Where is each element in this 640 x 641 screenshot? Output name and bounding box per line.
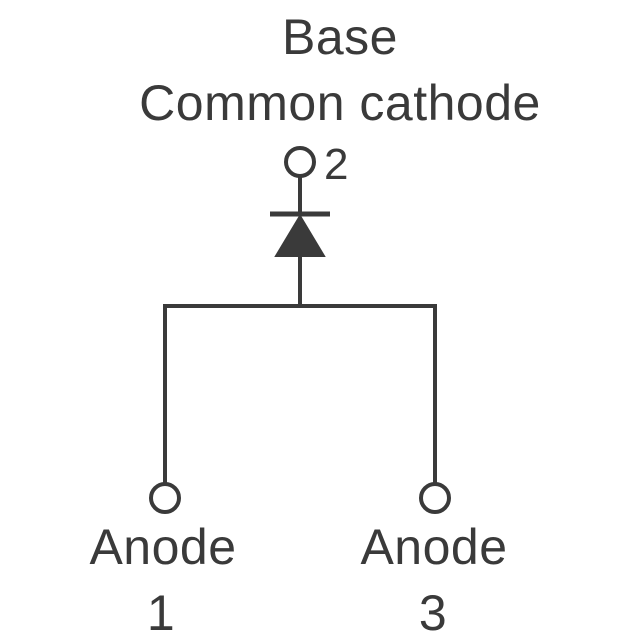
right-anode-label: Anode <box>360 519 508 575</box>
right-pin-number: 3 <box>418 585 448 641</box>
diode-triangle <box>274 214 326 257</box>
pin-1-terminal-circle <box>149 482 181 514</box>
top-label-common-cathode: Common cathode <box>139 75 541 131</box>
top-label-base: Base <box>282 9 398 65</box>
left-anode-label: Anode <box>89 519 237 575</box>
pin-3-terminal-circle <box>419 482 451 514</box>
pin-2-terminal-circle <box>284 146 316 178</box>
pin-2-number: 2 <box>324 140 349 189</box>
left-pin-number: 1 <box>146 585 176 641</box>
